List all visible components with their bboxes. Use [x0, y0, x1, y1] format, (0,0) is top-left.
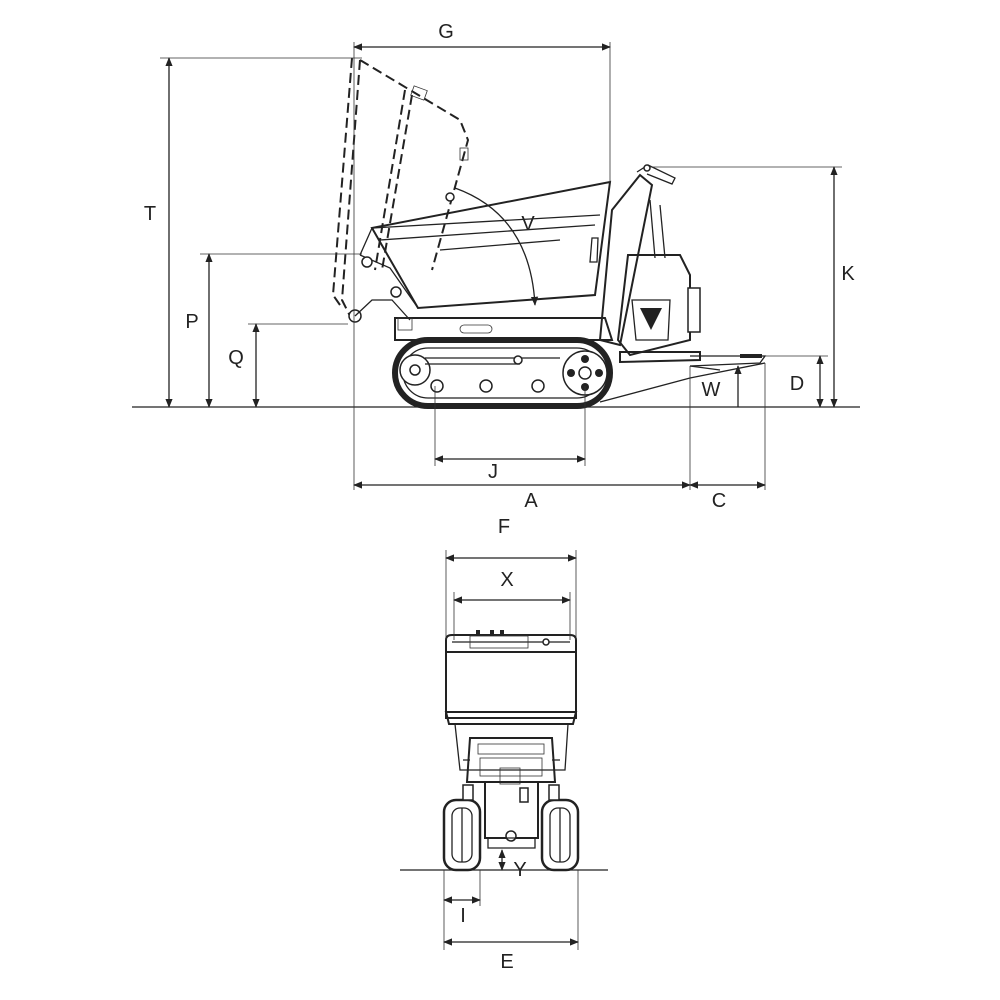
label-d: D [790, 373, 804, 395]
label-a: A [524, 490, 538, 512]
side-view: G T V K P Q W D J A C [132, 21, 860, 512]
label-i: I [460, 905, 466, 927]
label-j: J [488, 461, 498, 483]
operator-platform [619, 351, 767, 371]
label-v: V [521, 213, 535, 235]
control-handle [636, 164, 676, 185]
crawler-track [392, 337, 613, 409]
tip-pivot [445, 192, 455, 202]
label-p: P [185, 311, 198, 333]
label-f: F [498, 516, 510, 538]
front-track-left [442, 784, 482, 872]
label-q: Q [228, 347, 244, 369]
label-x: X [500, 569, 513, 591]
label-k: K [841, 263, 855, 285]
front-track-right [540, 784, 580, 872]
engine-housing [598, 173, 701, 357]
front-skip [444, 630, 578, 725]
tilted-skip-outline [331, 57, 470, 321]
front-frame [454, 723, 569, 849]
approach-line [599, 362, 766, 403]
label-y: Y [513, 859, 526, 881]
chassis [394, 317, 614, 341]
label-e: E [500, 951, 513, 973]
label-w: W [702, 379, 721, 401]
label-c: C [712, 490, 726, 512]
label-g: G [438, 21, 454, 43]
tip-angle-arc [454, 187, 539, 306]
skip-bucket [348, 180, 612, 323]
label-t: T [144, 203, 156, 225]
front-view: F X Y I E [400, 516, 608, 973]
